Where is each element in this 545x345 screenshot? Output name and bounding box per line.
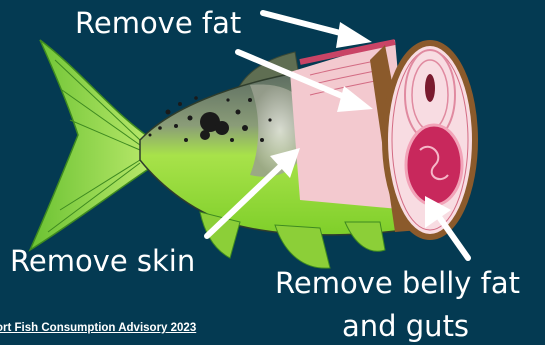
label-remove-fat: Remove fat <box>75 6 241 40</box>
label-and-guts: and guts <box>342 309 469 343</box>
tail-fin <box>30 40 150 250</box>
arrow-fat-icon <box>263 13 372 48</box>
label-remove-belly-fat: Remove belly fat <box>275 266 520 300</box>
label-remove-skin: Remove skin <box>10 244 195 278</box>
source-link[interactable]: ort Fish Consumption Advisory 2023 <box>0 322 196 334</box>
